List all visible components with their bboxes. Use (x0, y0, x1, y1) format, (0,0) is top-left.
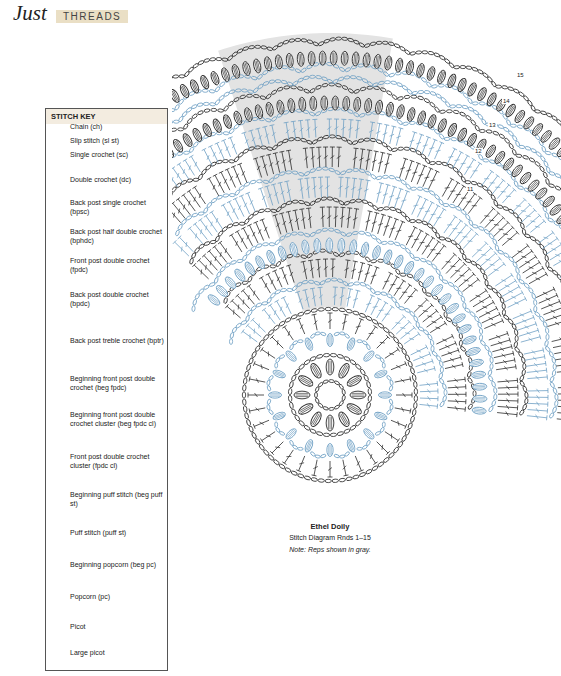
legend-text: Beginning popcorn (beg pc) (70, 561, 164, 570)
legend-text: Back post single crochet (bpsc) (70, 199, 164, 217)
brand-script: Just (12, 1, 48, 26)
legend-text: Puff stitch (puff st) (70, 529, 164, 538)
round-number: 12 (474, 148, 483, 154)
legend-text: Picot (70, 623, 164, 632)
key-heading: STITCH KEY (46, 109, 167, 124)
round-number: 11 (466, 186, 474, 192)
round-number: 14 (502, 98, 511, 104)
legend-text: Double crochet (dc) (70, 176, 164, 185)
repeat-shading (218, 33, 393, 311)
legend-text: Back post double crochet (bpdc) (70, 291, 164, 309)
legend-text: Front post double crochet cluster (fpdc … (70, 453, 164, 471)
legend-text: Single crochet (sc) (70, 151, 164, 160)
doily-rounds (172, 33, 561, 483)
legend-text: Slip stitch (sl st) (70, 137, 164, 146)
legend-text: Back post treble crochet (bptr) (70, 337, 164, 346)
brand-box: THREADS (56, 10, 128, 23)
legend-text: Popcorn (pc) (70, 593, 164, 602)
brand-name: THREADS (56, 10, 128, 23)
chart-title: Ethel Doily (311, 522, 350, 531)
legend-text: Chain (ch) (70, 123, 164, 132)
legend-text: Beginning front post double crochet (beg… (70, 375, 164, 393)
round-number: 15 (516, 72, 525, 78)
chart-caption: Stitch Diagram Rnds 1–15 (289, 534, 371, 541)
legend-text: Front post double crochet (fpdc) (70, 257, 164, 275)
legend-text: Beginning front post double crochet clus… (70, 411, 164, 429)
legend-text: Back post half double crochet (bphdc) (70, 228, 164, 246)
note-text: Note: Reps shown in gray. (288, 546, 372, 553)
round-number: 13 (488, 122, 497, 128)
legend-text: Large picot (70, 649, 164, 658)
legend-text: Beginning puff stitch (beg puff st) (70, 491, 164, 509)
